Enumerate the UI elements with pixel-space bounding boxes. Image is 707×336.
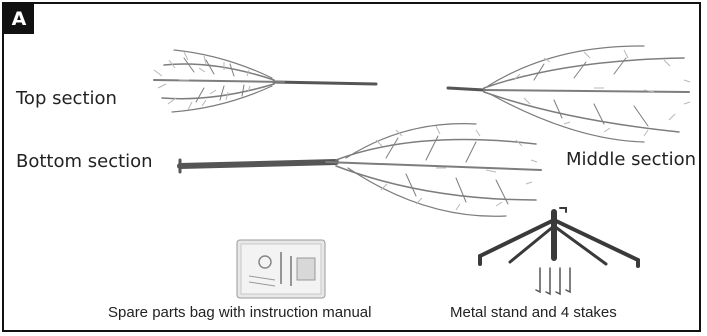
parts-panel: A: [2, 2, 701, 332]
section-badge: A: [4, 4, 34, 34]
top-section-image: [144, 40, 384, 120]
metal-stand-image: [474, 204, 644, 300]
bottom-section-label: Bottom section: [16, 151, 153, 172]
metal-stand-label: Metal stand and 4 stakes: [450, 304, 617, 321]
spare-parts-label: Spare parts bag with instruction manual: [108, 304, 371, 321]
spare-parts-bag-image: [235, 238, 327, 300]
middle-section-label: Middle section: [566, 149, 696, 170]
top-section-label: Top section: [16, 88, 117, 109]
